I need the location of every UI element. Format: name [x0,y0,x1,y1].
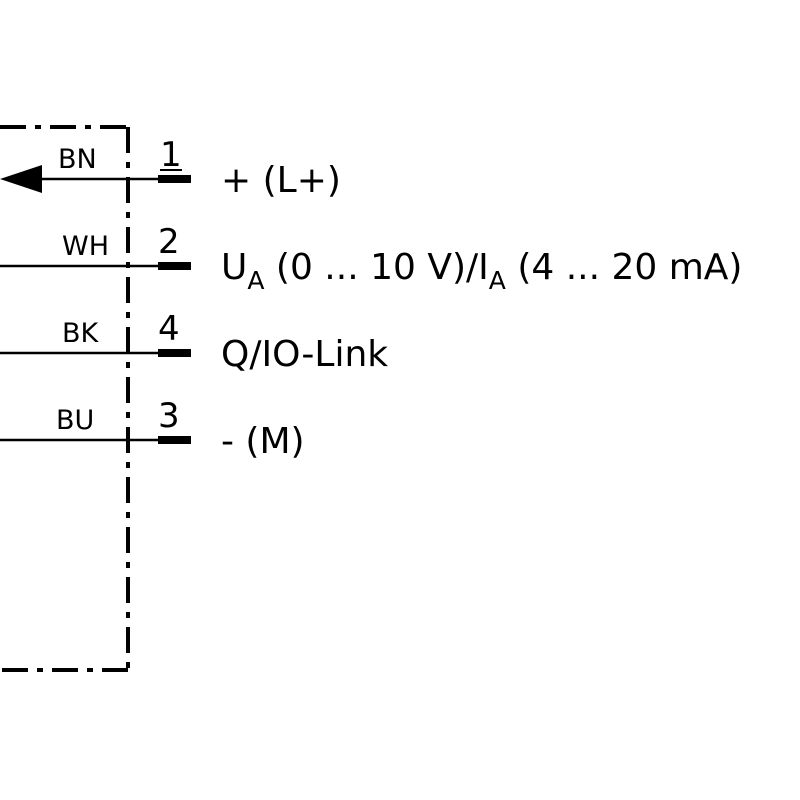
color-code-label: WH [62,231,109,262]
color-code-label: BU [56,405,94,436]
pin-number: 2 [158,222,180,262]
signal-u: U [221,247,247,288]
pin-terminal [158,436,191,444]
color-code-label: BN [58,144,97,175]
pin-number: 1 [160,135,182,175]
pin-number: 4 [158,309,180,349]
signal-label: Q/IO-Link [221,334,388,375]
arrow-left-icon [0,165,42,193]
wire-row-wh: WH 2 UA (0 ... 10 V)/IA (4 ... 20 mA) [0,222,742,295]
signal-i-range: (4 ... 20 mA) [506,247,743,288]
pin-terminal [158,349,191,357]
pin-number: 3 [158,396,180,436]
signal-i-subscript: A [489,266,506,295]
signal-label: UA (0 ... 10 V)/IA (4 ... 20 mA) [221,247,742,295]
color-code-label: BK [62,318,100,349]
wire-row-bu: BU 3 - (M) [0,396,305,462]
wire-row-bn: BN 1 + (L+) [0,135,341,201]
pin-terminal [158,262,191,270]
signal-label: + (L+) [221,160,341,201]
signal-label: - (M) [221,421,305,462]
housing-boundary [0,125,130,672]
pin-terminal [158,175,191,183]
signal-u-range: (0 ... 10 V)/ [264,247,479,288]
wire-row-bk: BK 4 Q/IO-Link [0,309,388,375]
signal-u-subscript: A [247,266,264,295]
signal-i: I [478,247,489,288]
